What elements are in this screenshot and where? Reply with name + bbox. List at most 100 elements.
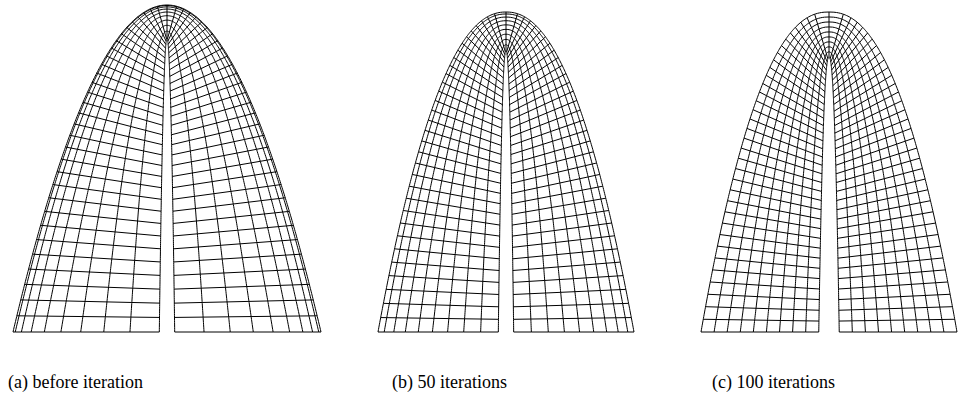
mesh-line: [513, 289, 626, 294]
mesh-line: [770, 67, 824, 104]
mesh-line: [736, 169, 822, 192]
figure-caption-box: (b) 50 iterations: [392, 372, 507, 393]
mesh-line: [88, 92, 164, 116]
mesh-line: [512, 198, 606, 214]
mesh-line: [717, 246, 820, 258]
mesh-line: [49, 198, 161, 211]
mesh-line: [838, 246, 941, 258]
mesh-line: [831, 18, 851, 62]
mesh-line: [513, 262, 620, 270]
mesh-line: [511, 152, 593, 174]
mesh-line: [130, 31, 204, 332]
mesh-line: [37, 240, 161, 249]
mesh-line: [172, 124, 260, 145]
mesh-line: [29, 269, 160, 275]
mesh-line: [838, 235, 938, 249]
mesh-line: [439, 91, 502, 120]
mesh-line: [171, 102, 251, 125]
mesh-line: [838, 270, 945, 279]
mesh-figure: [13, 5, 321, 332]
mesh-line: [121, 34, 164, 64]
mesh-line: [442, 82, 502, 112]
mesh-line: [839, 332, 957, 333]
mesh-line: [720, 235, 820, 249]
mesh-line: [21, 7, 312, 332]
mesh-line: [513, 236, 615, 248]
mesh-line: [74, 124, 162, 145]
mesh-line: [482, 21, 505, 58]
mesh-line: [766, 75, 824, 111]
mesh-line: [701, 332, 819, 333]
mesh-line: [790, 33, 826, 75]
mesh-line: [830, 14, 843, 58]
mesh-line: [728, 201, 821, 219]
mesh-line: [383, 303, 498, 306]
mesh-line: [708, 294, 819, 299]
mesh-line: [780, 42, 879, 332]
mesh-line: [753, 32, 904, 332]
mesh-line: [422, 141, 501, 164]
mesh-line: [425, 130, 501, 154]
mesh-line: [25, 284, 160, 289]
mesh-line: [837, 179, 925, 200]
mesh-line: [174, 300, 313, 303]
mesh-line: [81, 20, 254, 332]
mesh-line: [171, 92, 247, 116]
mesh-line: [79, 113, 163, 135]
mesh-line: [481, 45, 532, 332]
mesh-line: [832, 27, 863, 70]
mesh-line: [509, 58, 558, 91]
mesh-line: [514, 318, 632, 320]
mesh-line: [172, 135, 264, 155]
mesh-line: [173, 185, 281, 200]
mesh-line: [458, 50, 503, 84]
mesh-line: [66, 147, 162, 165]
mesh-line: [174, 240, 298, 249]
mesh-line: [397, 236, 499, 248]
mesh-line: [733, 179, 821, 200]
mesh-line: [454, 58, 503, 91]
mesh-line: [713, 270, 820, 279]
mesh-figure: [378, 12, 634, 332]
subfigure-caption: (a) before iteration: [8, 372, 143, 392]
figure-caption-box: (a) before iteration: [8, 372, 143, 393]
mesh-line: [111, 48, 164, 76]
mesh-line: [83, 102, 163, 125]
mesh-line: [793, 47, 866, 332]
mesh-line: [400, 223, 499, 236]
mesh-line: [774, 60, 825, 98]
mesh-line: [173, 211, 289, 223]
mesh-line: [750, 119, 823, 149]
mesh-line: [509, 43, 550, 78]
mesh-line: [706, 307, 820, 311]
mesh-line: [510, 74, 566, 105]
mesh-line: [513, 249, 618, 259]
mesh-line: [753, 110, 823, 141]
mesh-line: [703, 319, 819, 321]
mesh-line: [836, 148, 917, 174]
mesh-line: [488, 17, 505, 55]
mesh-line: [104, 25, 230, 332]
mesh-line: [172, 172, 276, 188]
mesh-line: [384, 14, 628, 332]
mesh-line: [41, 225, 161, 236]
mesh-line: [378, 12, 634, 332]
mesh-line: [722, 223, 820, 238]
mesh-line: [510, 110, 580, 137]
mesh-line: [173, 198, 285, 211]
mesh-line: [389, 276, 499, 283]
mesh-line: [833, 53, 880, 92]
mesh-line: [835, 101, 902, 133]
mesh-line: [61, 159, 161, 176]
mesh-line: [730, 190, 821, 210]
mesh-line: [33, 254, 161, 262]
mesh-line: [392, 262, 499, 270]
mesh-line: [738, 158, 821, 182]
mesh-line: [701, 12, 957, 332]
mesh-line: [446, 74, 502, 105]
mesh-line: [169, 34, 212, 64]
mesh-line: [464, 39, 549, 332]
mesh-line: [511, 141, 590, 164]
